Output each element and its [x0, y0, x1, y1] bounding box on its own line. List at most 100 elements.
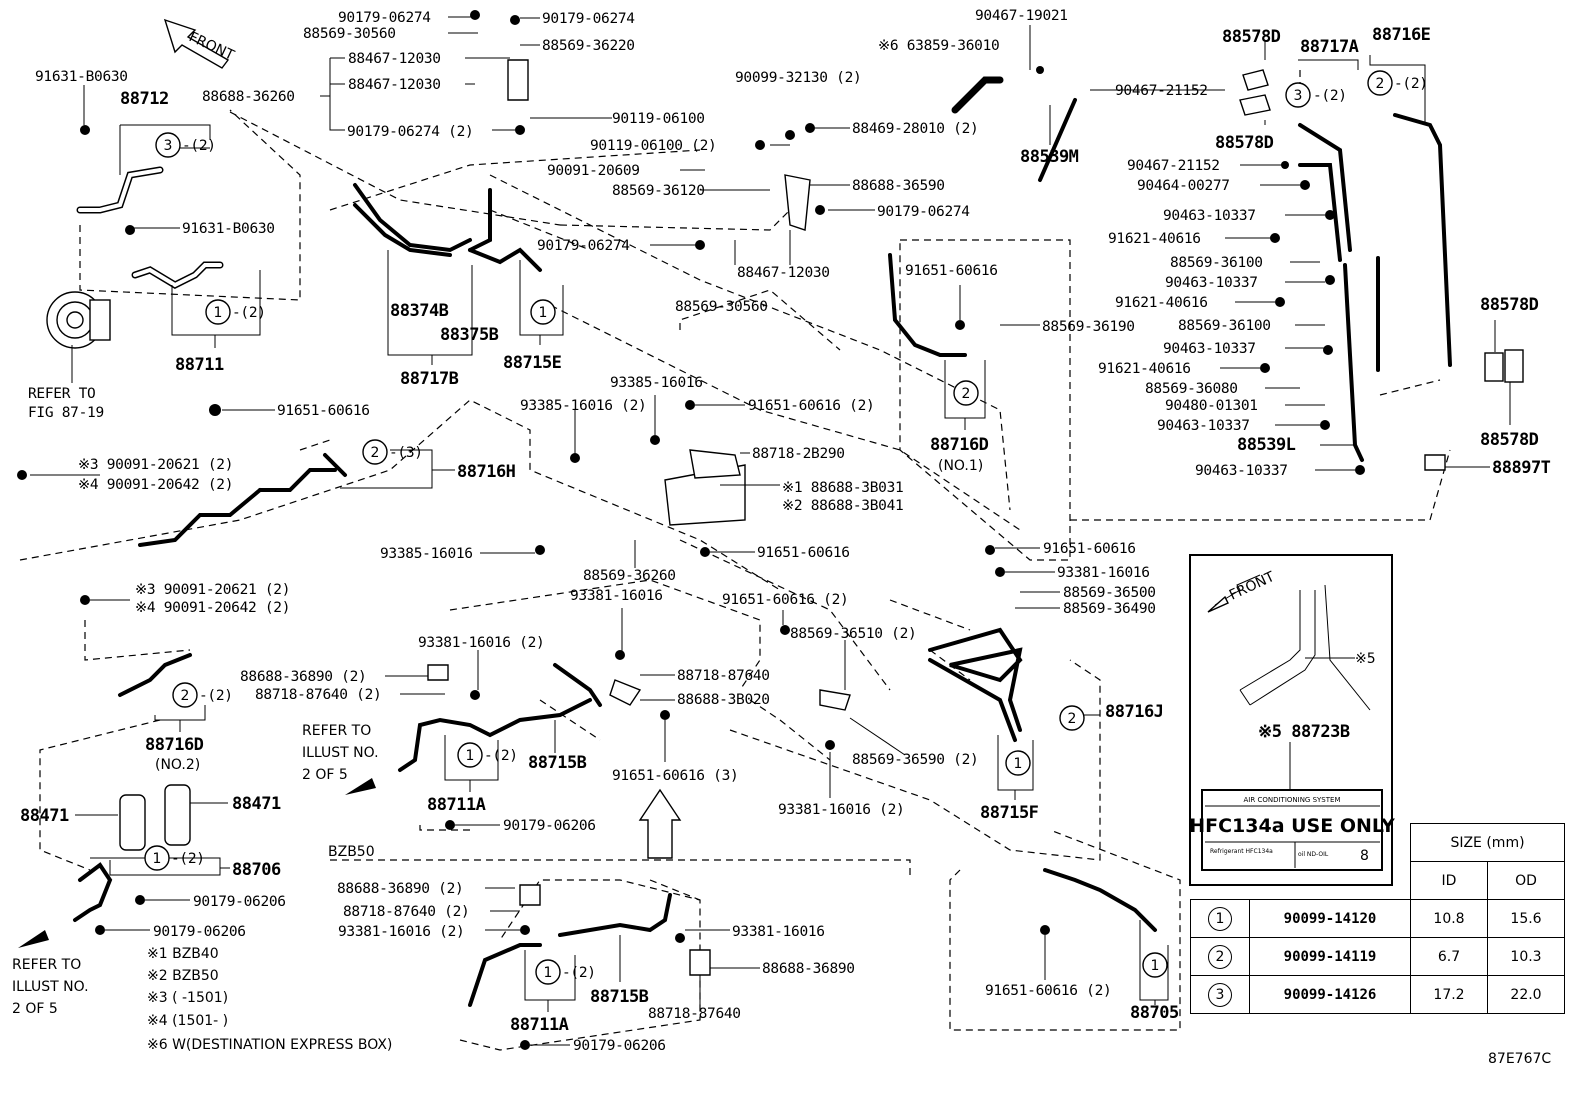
- part-number: 88569-36120: [612, 183, 705, 199]
- refer-illust-line1: REFER TO: [12, 957, 81, 973]
- part-number: 93381-16016 (2): [418, 635, 544, 651]
- part-number: 90467-21152: [1127, 158, 1220, 174]
- part-number: 90179-06274: [537, 238, 630, 254]
- part-number: 88711A: [510, 1015, 569, 1035]
- footnote: ※6 W(DESTINATION EXPRESS BOX): [147, 1037, 392, 1053]
- part-number: 88715F: [980, 803, 1039, 823]
- part-number: 90463-10337: [1163, 208, 1256, 224]
- part-number: 88569-36260: [583, 568, 676, 584]
- part-number: 91621-40616: [1115, 295, 1208, 311]
- part-number: 93381-16016: [570, 588, 663, 604]
- part-number: 91621-40616: [1108, 231, 1201, 247]
- part-number: 91631-B0630: [35, 69, 128, 85]
- svg-text:3: 3: [1294, 88, 1303, 104]
- part-number: 88578D: [1215, 133, 1274, 153]
- plate-mid: oil ND-OIL: [1298, 851, 1329, 858]
- hose-od: 22.0: [1487, 975, 1565, 1014]
- part-note: (NO.2): [155, 757, 200, 773]
- compressor-icon: [46, 291, 111, 349]
- svg-text:1: 1: [539, 305, 548, 321]
- part-number: 88569-36500: [1063, 585, 1156, 601]
- footnote: ※3 ( -1501): [147, 990, 228, 1006]
- part-number: 88569-36100: [1170, 255, 1263, 271]
- svg-text:-(2): -(2): [1394, 76, 1428, 92]
- hose-part: 90099-14126: [1249, 975, 1411, 1014]
- svg-text:2: 2: [371, 445, 380, 461]
- diagram-code: 87E767C: [1488, 1051, 1551, 1067]
- part-number: ※3 90091-20621 (2): [78, 457, 233, 473]
- part-number: ※6 63859-36010: [878, 38, 999, 54]
- part-number: 88471: [232, 794, 281, 814]
- svg-text:-(2): -(2): [1313, 88, 1347, 104]
- part-number: 88688-3B020: [677, 692, 770, 708]
- svg-text:-(2): -(2): [232, 305, 266, 321]
- part-number: 91651-60616 (3): [612, 768, 738, 784]
- part-number: 88569-36590 (2): [852, 752, 978, 768]
- part-number: 88718-87640 (2): [255, 687, 381, 703]
- part-number: 88711: [175, 355, 224, 375]
- col-id-header: ID: [1410, 861, 1488, 900]
- refer-illust-line3: 2 OF 5: [302, 767, 348, 783]
- svg-text:1: 1: [214, 305, 223, 321]
- clamp-icons: [1239, 69, 1524, 471]
- size-mark: 3: [1208, 982, 1232, 1007]
- part-number: 88375B: [440, 325, 499, 345]
- refer-illust-line2: ILLUST NO.: [12, 979, 89, 995]
- svg-text:1: 1: [1151, 958, 1160, 974]
- plate-main: HFC134a USE ONLY: [1189, 815, 1395, 837]
- label-mark: ※5: [1355, 651, 1376, 667]
- part-number: 88716J: [1105, 702, 1163, 722]
- part-number: 88688-36590: [852, 178, 945, 194]
- svg-text:2: 2: [962, 386, 971, 402]
- part-number: 88569-36510 (2): [790, 626, 916, 642]
- part-number: 90463-10337: [1165, 275, 1258, 291]
- part-number: 90119-06100 (2): [590, 138, 716, 154]
- footnote: ※2 BZB50: [147, 968, 219, 984]
- svg-text:-(2): -(2): [182, 138, 216, 154]
- part-number: 88715B: [590, 987, 649, 1007]
- col-od-header: OD: [1487, 861, 1565, 900]
- part-number: 88569-36080: [1145, 381, 1238, 397]
- svg-text:3: 3: [164, 138, 173, 154]
- svg-text:-(2): -(2): [171, 851, 205, 867]
- part-number: 90179-06206: [573, 1038, 666, 1054]
- part-number: 90179-06274: [542, 11, 635, 27]
- bracket-small-icon: [427, 59, 851, 976]
- label-part: ※5 88723B: [1258, 722, 1350, 742]
- part-number: 88718-87640 (2): [343, 904, 469, 920]
- svg-text:2: 2: [1376, 76, 1385, 92]
- part-number: 91651-60616: [277, 403, 370, 419]
- footnote: ※1 BZB40: [147, 946, 219, 962]
- part-number: 88688-36260: [202, 89, 295, 105]
- part-number: 88569-36220: [542, 38, 635, 54]
- up-arrow-icon: [638, 788, 682, 859]
- svg-text:-(3): -(3): [389, 445, 423, 461]
- part-number: 91651-60616: [757, 545, 850, 561]
- bracket-icon: [664, 449, 746, 526]
- refer-fig-line2: FIG 87-19: [28, 405, 104, 421]
- svg-text:-(2): -(2): [199, 688, 233, 704]
- svg-text:2: 2: [181, 688, 190, 704]
- part-number: 88718-87640: [648, 1006, 741, 1022]
- part-number: 88471: [20, 806, 69, 826]
- part-number: 88569-36190: [1042, 319, 1135, 335]
- refer-arrow-icons: [18, 778, 376, 948]
- part-number: 90099-32130 (2): [735, 70, 861, 86]
- part-number: 88688-36890: [762, 961, 855, 977]
- part-number: 88712: [120, 89, 169, 109]
- footnote: ※4 (1501- ): [147, 1013, 228, 1029]
- hose-id: 6.7: [1410, 937, 1488, 976]
- part-number: 90179-06274: [877, 204, 970, 220]
- part-number: 88578D: [1480, 295, 1539, 315]
- hose-part: 90099-14120: [1249, 899, 1411, 938]
- part-number: 88467-12030: [348, 77, 441, 93]
- bolt-icons: [17, 10, 1365, 1050]
- hose-id: 17.2: [1410, 975, 1488, 1014]
- svg-text:-(2): -(2): [484, 748, 518, 764]
- size-title: SIZE (mm): [1410, 823, 1565, 862]
- part-number: 88711A: [427, 795, 486, 815]
- refer-illust-line2: ILLUST NO.: [302, 745, 379, 761]
- part-number: 93381-16016: [732, 924, 825, 940]
- plate-header: AIR CONDITIONING SYSTEM: [1244, 796, 1341, 804]
- part-number: 88716D: [145, 735, 204, 755]
